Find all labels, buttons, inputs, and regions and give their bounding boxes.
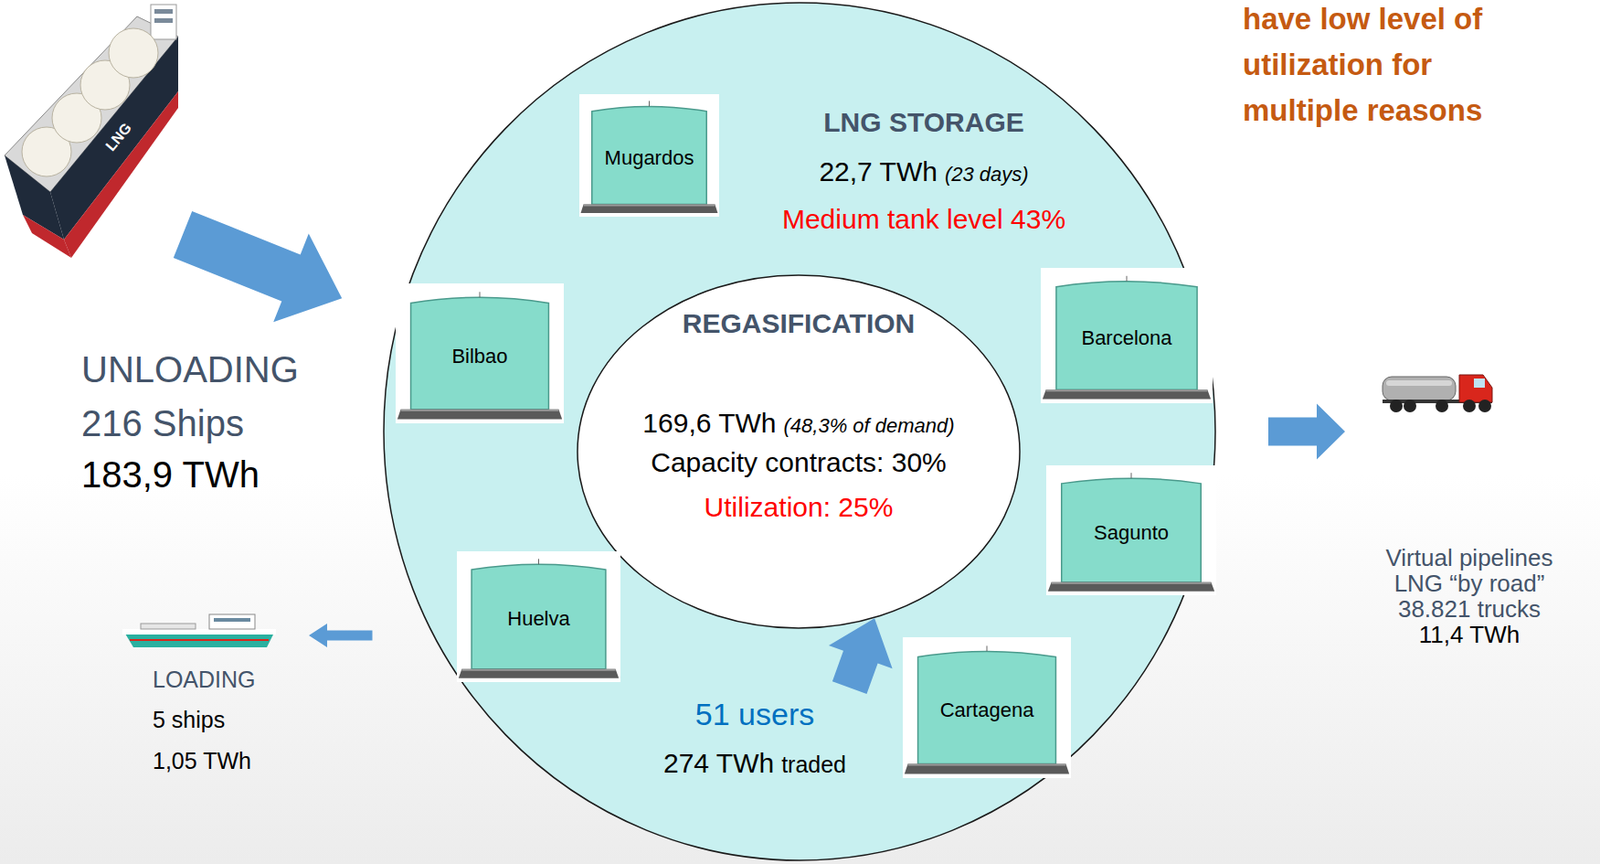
node-text: LNG STORAGE bbox=[823, 106, 1024, 138]
text-line: Virtual pipelines bbox=[1385, 544, 1553, 573]
callout-note: have low level of utilization for multip… bbox=[1242, 0, 1513, 134]
text-line: LOADING bbox=[152, 666, 256, 693]
terminal-tank: Sagunto bbox=[1046, 465, 1217, 595]
text-line: 1,05 TWh bbox=[152, 747, 252, 774]
tanker-truck bbox=[1382, 369, 1495, 414]
terminal-tank: Barcelona bbox=[1040, 267, 1213, 403]
truck-group: Virtual pipelinesLNG “by road”38.821 tru… bbox=[1361, 360, 1581, 655]
node-text: Bilbao bbox=[451, 344, 508, 368]
text-line: 274 TWh traded bbox=[663, 747, 847, 780]
node-text: Medium tank level 43% bbox=[782, 203, 1066, 234]
node-text: UNLOADING bbox=[81, 349, 299, 390]
ship-hull-text: LNG bbox=[102, 119, 136, 154]
text-line: LNG STORAGE bbox=[823, 106, 1024, 139]
text-line: 11,4 TWh bbox=[1419, 621, 1520, 649]
text-line: Barcelona bbox=[1080, 326, 1172, 350]
node-text: 274 TWh bbox=[663, 747, 774, 778]
text-line: 22,7 TWh(23 days) bbox=[818, 156, 1028, 189]
text-line: 169,6 TWh (48,3% of demand) bbox=[642, 407, 954, 440]
node-text: LNG “by road” bbox=[1394, 569, 1546, 597]
node-text: Barcelona bbox=[1080, 326, 1172, 350]
text-line: Utilization: 25% bbox=[704, 491, 894, 524]
text-line: Huelva bbox=[507, 607, 570, 631]
storage-circle: LNG STORAGE 22,7 TWh(23 days) Medium tank … bbox=[382, 1, 1217, 861]
flow-arrow bbox=[1268, 403, 1346, 460]
node-text: Mugardos bbox=[604, 146, 695, 170]
node-text: REGASIFICATION bbox=[682, 307, 915, 339]
node-text: Cartagena bbox=[940, 698, 1035, 721]
node-text: 5 ships bbox=[152, 706, 225, 732]
flow-arrow bbox=[173, 211, 342, 322]
text-line: Bilbao bbox=[451, 344, 508, 368]
text-line: Medium tank level 43% bbox=[782, 203, 1066, 236]
node-text: Capacity contracts: 30% bbox=[650, 446, 946, 477]
node-text: 169,6 TWh bbox=[642, 407, 776, 438]
node-text: LOADING bbox=[152, 666, 256, 692]
text-line: 51 users bbox=[695, 696, 815, 732]
text-line: Mugardos bbox=[604, 146, 695, 170]
node-text: 216 Ships bbox=[81, 402, 244, 444]
node-text: Sagunto bbox=[1093, 520, 1169, 544]
loading-ship bbox=[122, 612, 276, 649]
flow-arrow bbox=[828, 617, 893, 694]
text-line: UNLOADING bbox=[81, 348, 299, 391]
terminal-tank: Mugardos bbox=[579, 94, 720, 217]
loading-group: LOADING 5 ships 1,05 TWh bbox=[122, 607, 283, 782]
text-line: 38.821 trucks bbox=[1398, 595, 1541, 624]
node-text: traded bbox=[781, 751, 847, 777]
node-text: (48,3% of demand) bbox=[784, 413, 955, 437]
node-text: 51 users bbox=[695, 696, 815, 732]
text-line: REGASIFICATION bbox=[682, 307, 915, 340]
unloading-group: UNLOADING 216 Ships 183,9 TWh bbox=[0, 328, 316, 503]
node-text: 1,05 TWh bbox=[152, 747, 252, 774]
text-line: 183,9 TWh bbox=[81, 453, 260, 496]
flow-arrow bbox=[308, 623, 373, 647]
node-text: Huelva bbox=[507, 607, 570, 631]
node-text: Utilization: 25% bbox=[704, 491, 894, 522]
terminal-tank: Huelva bbox=[456, 550, 621, 682]
text-line: LNG “by road” bbox=[1394, 570, 1546, 598]
node-text: 38.821 trucks bbox=[1398, 594, 1541, 623]
text-line: 5 ships bbox=[152, 706, 225, 733]
lng-carrier-ship bbox=[0, 0, 183, 261]
regasification-ellipse: REGASIFICATION 169,6 TWh (48,3% of demand)… bbox=[576, 274, 1021, 629]
text-line: 216 Ships bbox=[81, 402, 244, 445]
terminal-tank: Cartagena bbox=[902, 636, 1071, 778]
terminal-tank: Bilbao bbox=[395, 283, 564, 424]
node-text: (23 days) bbox=[944, 162, 1029, 186]
text-line: Cartagena bbox=[940, 698, 1035, 721]
text-line: Capacity contracts: 30% bbox=[650, 446, 946, 479]
node-text: 22,7 TWh bbox=[818, 156, 938, 187]
node-text: 11,4 TWh bbox=[1419, 620, 1520, 648]
node-text: Virtual pipelines bbox=[1385, 543, 1553, 572]
text-line: Sagunto bbox=[1093, 520, 1169, 544]
node-text: 183,9 TWh bbox=[81, 454, 260, 495]
